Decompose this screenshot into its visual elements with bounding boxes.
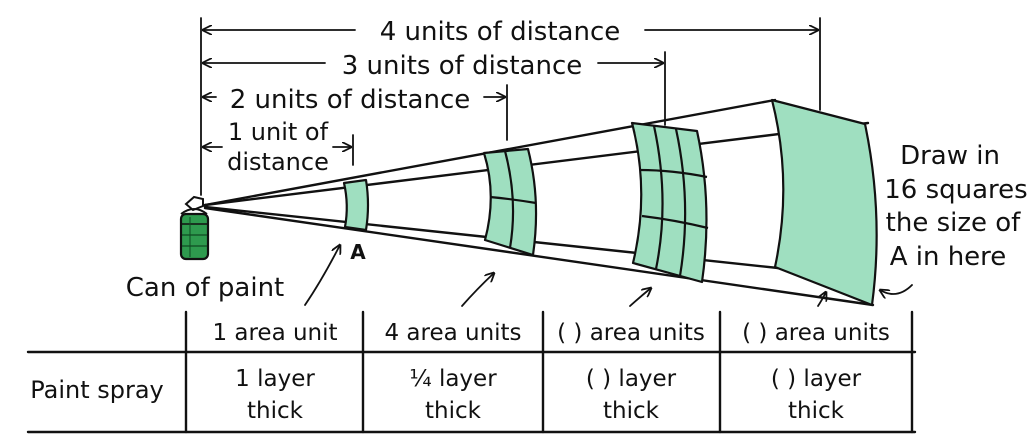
cone-edge-bottom-right [203,206,875,307]
square-a-label: A [350,240,366,264]
thickness-cell-line1: ( ) layer [586,366,677,392]
paint-can-icon [179,195,210,261]
pointer-arrow-3 [629,288,651,307]
area-cell: 4 area units [384,320,521,346]
can-of-paint-label: Can of paint [126,273,285,303]
dimension-label-4: 4 units of distance [380,17,621,47]
thickness-cell-line1: ¼ layer [409,366,497,392]
panel-1 [342,178,370,232]
panel-4 [770,98,878,307]
thickness-cell-line1: 1 layer [235,366,315,392]
panel-2 [482,147,538,257]
pointer-arrow-2 [461,273,494,307]
dimension-lines: 4 units of distance 3 units of distance … [200,17,821,196]
row-header-paint-spray: Paint spray [30,376,164,404]
area-cell: ( ) area units [742,320,890,346]
instruction-line-3: the size of [886,208,1022,238]
instruction-text: Draw in 16 squares the size of A in here [884,141,1027,272]
thickness-cell-line2: thick [425,398,482,424]
instruction-line-2: 16 squares [884,175,1027,205]
panel-3 [630,121,709,284]
thickness-cell-line2: thick [247,398,304,424]
results-table: Paint spray 1 area unit 4 area units ( )… [26,310,917,434]
thickness-cell-line1: ( ) layer [771,366,862,392]
dimension-label-3: 3 units of distance [342,51,583,81]
dimension-label-1-line1: 1 unit of [228,118,329,146]
instruction-line-4: A in here [890,242,1007,272]
area-cell: 1 area unit [212,320,337,346]
pointer-arrows [304,245,913,307]
thickness-cell-line2: thick [603,398,660,424]
dimension-label-2: 2 units of distance [230,85,471,115]
pointer-arrow-4 [817,292,826,307]
pointer-arrow-1 [304,245,340,306]
dimension-label-1-line2: distance [227,148,329,176]
cone-edge-top-right [203,121,870,207]
instruction-line-1: Draw in [900,141,1000,171]
thickness-cell-line2: thick [788,398,845,424]
area-cell: ( ) area units [557,320,705,346]
pointer-arrow-instruction [880,284,913,294]
